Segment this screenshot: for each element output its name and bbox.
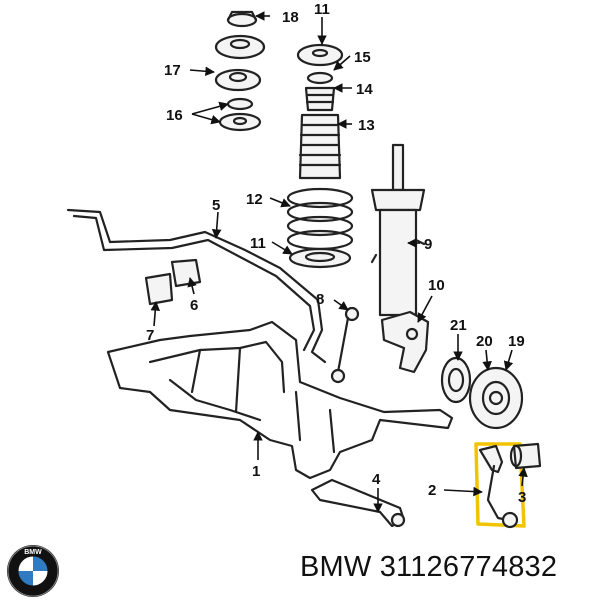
callout-5: 5 (212, 197, 220, 214)
part-stabilizer-link (330, 306, 360, 384)
bmw-logo-icon: BMW (7, 545, 59, 597)
callout-7: 7 (146, 327, 154, 344)
callout-17: 17 (164, 62, 181, 79)
part-bump-stop (304, 86, 336, 112)
svg-text:BMW: BMW (24, 549, 42, 556)
callout-4: 4 (372, 471, 381, 488)
part-number-caption: BMW 31126774832 (300, 551, 558, 583)
part-dust-cap (226, 10, 258, 28)
callout-2: 2 (428, 482, 436, 499)
callout-11-top: 11 (314, 1, 330, 18)
callout-16: 16 (166, 107, 183, 124)
part-upper-spring-seat (296, 43, 344, 85)
part-stabilizer-bar (66, 208, 327, 364)
part-lower-spring-pad (288, 247, 352, 269)
part-shock-strut (370, 143, 426, 317)
callout-13: 13 (358, 117, 375, 134)
part-dust-boot (298, 113, 342, 180)
callout-15: 15 (354, 49, 371, 66)
part-lower-control-arm (310, 478, 406, 528)
leader-lines (150, 11, 528, 513)
callout-9: 9 (424, 236, 432, 253)
callout-3: 3 (518, 489, 526, 506)
part-dust-shield (440, 356, 472, 404)
callout-10: 10 (428, 277, 445, 294)
callout-8: 8 (316, 291, 324, 308)
suspension-exploded-diagram: 18 11 15 17 14 16 13 12 5 9 11 8 6 10 7 … (66, 1, 542, 529)
part-steering-knuckle (380, 310, 430, 374)
part-washers (218, 97, 262, 132)
part-wheel-hub (468, 366, 524, 430)
callout-20: 20 (476, 333, 493, 350)
part-coil-spring (286, 187, 354, 251)
callout-21: 21 (450, 317, 467, 334)
callout-12: 12 (246, 191, 263, 208)
part-tension-strut-highlighted (474, 442, 542, 529)
callout-19: 19 (508, 333, 525, 350)
callout-11-lower: 11 (250, 235, 266, 252)
part-strut-mount (214, 34, 266, 92)
callout-14: 14 (356, 81, 373, 98)
callout-18: 18 (282, 9, 299, 26)
callout-1: 1 (252, 463, 260, 480)
callout-6: 6 (190, 297, 198, 314)
part-subframe (106, 320, 454, 480)
